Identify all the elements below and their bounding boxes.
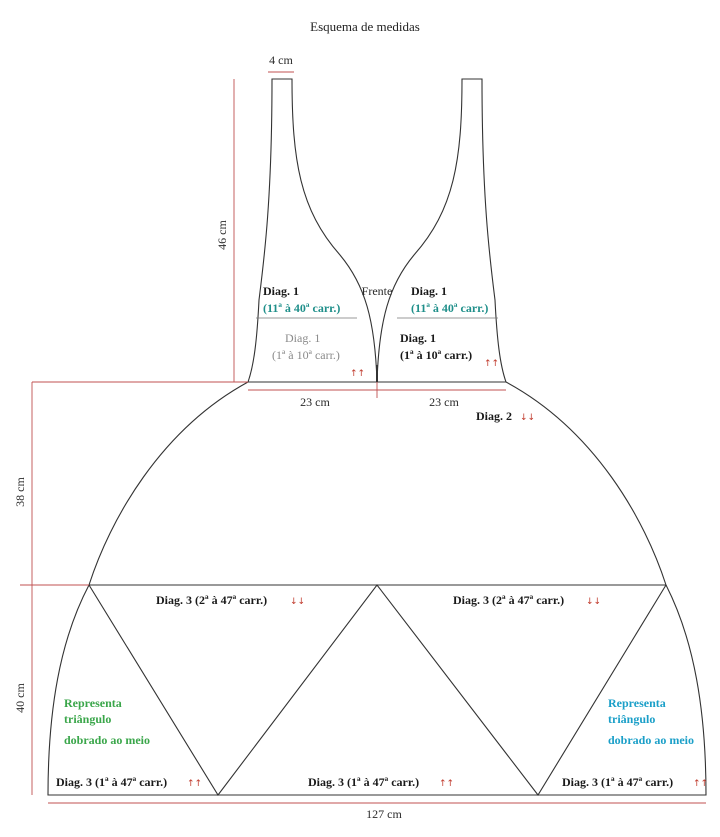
height-40-label: 40 cm — [13, 683, 27, 713]
strap-width-label: 4 cm — [269, 53, 293, 67]
half-width-left-label: 23 cm — [300, 395, 330, 409]
diag1-top-left-title: Diag. 1 — [263, 284, 299, 298]
half-width-right-label: 23 cm — [429, 395, 459, 409]
bodice-outline — [247, 78, 507, 383]
note-left-line2: triângulo — [64, 712, 111, 726]
diag1-bottom-left-sub: (1ª à 10ª carr.) — [272, 348, 340, 362]
arrows-down-icon: ↓↓ — [290, 597, 305, 607]
diag3-bottom-right-label: Diag. 3 (1ª à 47ª carr.) — [562, 775, 673, 789]
note-right-line2: triângulo — [608, 712, 655, 726]
diag1-top-left-sub: (11ª à 40ª carr.) — [263, 301, 340, 315]
diag1-top-right-sub: (11ª à 40ª carr.) — [411, 301, 488, 315]
note-right-line3: dobrado ao meio — [608, 733, 694, 747]
height-38-label: 38 cm — [13, 477, 27, 507]
diag3-bottom-center-label: Diag. 3 (1ª à 47ª carr.) — [308, 775, 419, 789]
skirt-bottom-outline — [47, 584, 707, 796]
bottom-width-label: 127 cm — [366, 807, 402, 821]
arrows-up-icon: ↑↑ — [484, 359, 499, 369]
note-left-line3: dobrado ao meio — [64, 733, 150, 747]
triangle-panels — [88, 584, 667, 796]
front-label: Frente — [362, 284, 393, 298]
height-46-label: 46 cm — [215, 220, 229, 250]
diag1-top-right-title: Diag. 1 — [411, 284, 447, 298]
skirt-middle-outline — [88, 381, 667, 586]
note-left-line1: Representa — [64, 696, 122, 710]
note-right-line1: Representa — [608, 696, 666, 710]
diag2-label: Diag. 2 — [476, 409, 512, 423]
page-title: Esquema de medidas — [310, 19, 420, 34]
diag1-bottom-right-sub: (1ª à 10ª carr.) — [400, 348, 472, 362]
diag1-bottom-right-title: Diag. 1 — [400, 331, 436, 345]
diag3-bottom-left-label: Diag. 3 (1ª à 47ª carr.) — [56, 775, 167, 789]
arrows-down-icon: ↓↓ — [520, 413, 535, 423]
arrows-down-icon: ↓↓ — [586, 597, 601, 607]
diag3-upper-left-label: Diag. 3 (2ª à 47ª carr.) — [156, 593, 267, 607]
diag1-bottom-left-title: Diag. 1 — [285, 331, 320, 345]
arrows-up-icon: ↑↑ — [439, 779, 454, 789]
arrows-up-icon: ↑↑ — [693, 779, 708, 789]
arrows-up-icon: ↑↑ — [187, 779, 202, 789]
arrows-up-icon: ↑↑ — [350, 369, 365, 379]
diag3-upper-right-label: Diag. 3 (2ª à 47ª carr.) — [453, 593, 564, 607]
